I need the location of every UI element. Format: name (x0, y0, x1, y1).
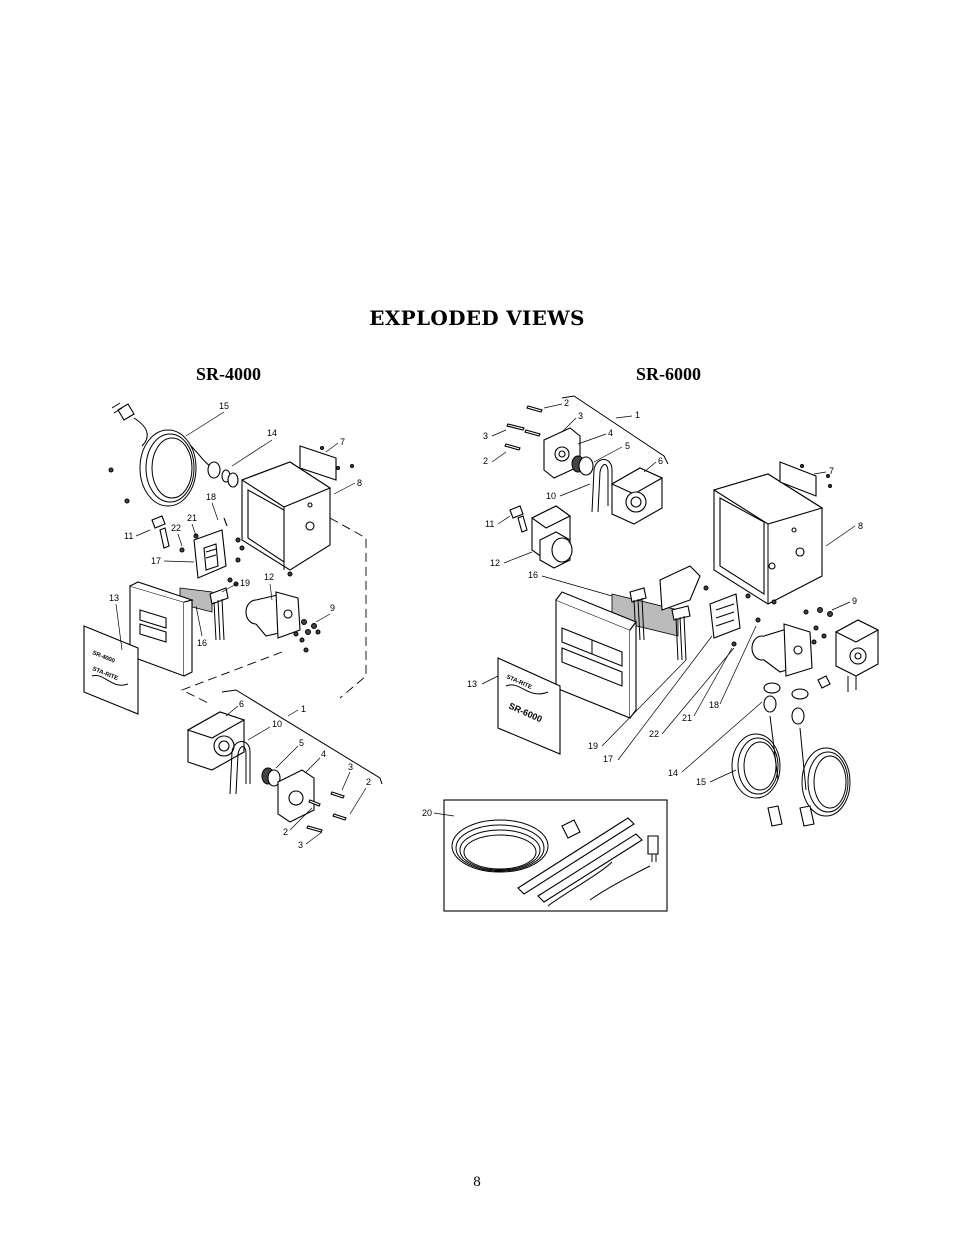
callout-14: 14 (668, 768, 678, 778)
callout-18: 18 (206, 492, 216, 502)
callout-8: 8 (858, 521, 863, 531)
callout-20: 20 (422, 808, 432, 818)
callout-6: 6 (239, 699, 244, 709)
callout-3a: 3 (348, 762, 353, 772)
enclosure-box (240, 461, 332, 571)
callout-10: 10 (546, 491, 556, 501)
callout-4: 4 (321, 749, 326, 759)
enclosure-box (712, 473, 824, 605)
callout-14: 14 (267, 428, 277, 438)
callout-11: 11 (485, 519, 494, 529)
instruction-label: SR-4000 STA-RITE (83, 625, 139, 715)
callout-15: 15 (219, 401, 229, 411)
mounting-plate (277, 769, 315, 823)
callout-19: 19 (240, 578, 250, 588)
callout-22: 22 (649, 729, 659, 739)
callout-2b: 2 (283, 827, 288, 837)
callout-17: 17 (151, 556, 161, 566)
callout-11: 11 (124, 531, 133, 541)
circuit-board (179, 517, 293, 587)
membrane-label (611, 593, 679, 637)
ribbon-cable (629, 587, 691, 661)
mounting-screws (306, 791, 347, 833)
callout-12: 12 (264, 572, 274, 582)
switch (509, 505, 528, 533)
power-cord (731, 715, 851, 827)
callout-21: 21 (682, 713, 692, 723)
callout-2a: 2 (564, 398, 569, 408)
circuit-board (659, 565, 777, 647)
sr4000-callouts: 15 14 7 8 18 21 22 11 17 19 12 (109, 401, 371, 850)
callout-7: 7 (829, 466, 834, 476)
strain-relief (763, 682, 809, 725)
sr6000-callouts: 2 1 3 3 4 5 2 6 10 7 11 (422, 398, 863, 818)
callout-21: 21 (187, 513, 197, 523)
callout-22: 22 (171, 523, 181, 533)
mounting-screws (504, 405, 543, 451)
callout-4: 4 (608, 428, 613, 438)
callout-1: 1 (301, 704, 306, 714)
sr6000-heading: SR-6000 (636, 364, 702, 384)
assembly-outline (180, 517, 367, 705)
pump-tube (591, 459, 613, 513)
page-title: EXPLODED VIEWS (369, 306, 585, 330)
callout-9: 9 (330, 603, 335, 613)
strain-relief (207, 461, 239, 488)
callout-5: 5 (625, 441, 630, 451)
callout-2a: 2 (366, 777, 371, 787)
callout-17: 17 (603, 754, 613, 764)
callout-16: 16 (197, 638, 207, 648)
front-cover (129, 581, 194, 677)
callout-5: 5 (299, 738, 304, 748)
ribbon-cable (209, 587, 229, 641)
callout-15: 15 (696, 777, 706, 787)
callout-3b: 3 (298, 840, 303, 850)
assembly-bracket (221, 689, 383, 785)
fasteners (293, 619, 321, 653)
mounting-bracket (779, 461, 832, 497)
accessory-kit (443, 799, 668, 912)
power-cord (111, 402, 211, 507)
switch (151, 515, 170, 549)
callout-13: 13 (467, 679, 477, 689)
callout-10: 10 (272, 719, 282, 729)
callout-9: 9 (852, 596, 857, 606)
callout-19: 19 (588, 741, 598, 751)
pump-tube (229, 741, 251, 795)
motor (530, 505, 573, 569)
callout-13: 13 (109, 593, 119, 603)
callout-2b: 2 (483, 456, 488, 466)
callout-18: 18 (709, 700, 719, 710)
pump-housing (186, 711, 246, 771)
sr4000-exploded-view: SR-4000 STA-RITE (83, 401, 383, 850)
rotor (261, 767, 281, 787)
page-number: 8 (473, 1174, 481, 1190)
pump-head (817, 619, 880, 692)
rotor (571, 455, 594, 476)
sr4000-heading: SR-4000 (196, 364, 262, 384)
callout-12: 12 (490, 558, 500, 568)
instruction-label: STA-RITE SR-6000 (497, 657, 561, 755)
callout-7: 7 (340, 437, 345, 447)
sr6000-exploded-view: STA-RITE SR-6000 (422, 395, 880, 912)
pump-housing (610, 467, 664, 525)
callout-16: 16 (528, 570, 538, 580)
callout-1: 1 (635, 410, 640, 420)
assembly-bracket (561, 395, 669, 465)
callout-8: 8 (357, 478, 362, 488)
mounting-bracket (299, 445, 354, 481)
motor (245, 591, 301, 639)
callout-3b: 3 (483, 431, 488, 441)
callout-6: 6 (658, 456, 663, 466)
motor-assembly (751, 607, 833, 677)
callout-3a: 3 (578, 411, 583, 421)
